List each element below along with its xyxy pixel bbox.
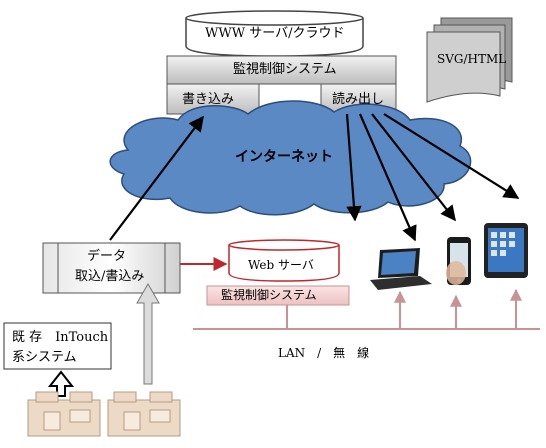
arrow-read-to-device-1 — [345, 113, 362, 222]
data-import-box-shape — [42, 242, 181, 294]
data-box-line1: データ — [87, 249, 127, 264]
www-server-cylinder — [185, 10, 364, 57]
cloud-system-bar — [166, 55, 397, 115]
internet-label: インターネット — [235, 149, 333, 165]
read-label: 読み出し — [332, 92, 385, 107]
cloud-system-label: 監視制御システム — [233, 62, 337, 77]
connection-arrows — [109, 113, 520, 242]
web-server-cylinder — [228, 239, 340, 282]
www-server-label: WWW サーバ/クラウド — [205, 26, 345, 41]
lan-network — [193, 288, 540, 330]
svg-html-label: SVG/HTML — [437, 52, 507, 66]
arrow-data-to-write — [109, 115, 204, 241]
web-server-label: Web サーバ — [248, 258, 314, 272]
gray-up-arrow — [136, 283, 160, 385]
lan-label: LAN / 無 線 — [278, 346, 370, 360]
arrow-read-to-phone — [371, 113, 456, 222]
smartphone-device — [446, 237, 471, 285]
write-label: 書き込み — [182, 92, 235, 107]
existing-system-box — [3, 322, 112, 370]
data-box-line2: 取込/書込み — [75, 269, 145, 284]
arrow-read-to-laptop — [358, 113, 417, 242]
local-system-label: 監視制御システム — [221, 288, 317, 302]
outline-up-arrow — [47, 370, 75, 397]
tablet-device — [484, 223, 528, 278]
arrow-read-to-tablet — [383, 113, 520, 199]
factory-machine-right — [107, 391, 181, 437]
existing-system-line2: 系システム — [12, 350, 77, 365]
local-system-bar — [206, 285, 350, 306]
existing-system-line1: 既 存 InTouch — [12, 330, 109, 345]
factory-machine-left — [27, 391, 101, 437]
laptop-device — [370, 248, 432, 290]
svg-html-document-stack — [426, 17, 513, 103]
